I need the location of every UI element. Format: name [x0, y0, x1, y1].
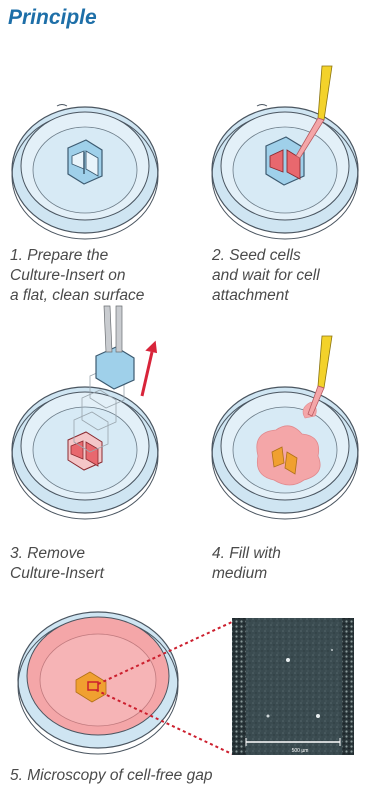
step3-dish-illustration: [12, 306, 160, 519]
scale-bar-label: 500 µm: [292, 748, 309, 754]
step3-caption: 3. Remove Culture-Insert: [10, 544, 104, 584]
culture-insert-icon: [68, 140, 102, 184]
lifted-insert-icon: [96, 306, 134, 389]
step1-caption: 1. Prepare the Culture-Insert on a flat,…: [10, 246, 144, 306]
lift-arrow-icon: [142, 339, 160, 396]
step1-dish-illustration: [12, 105, 158, 240]
step2-dish-illustration: [212, 66, 358, 239]
step4-caption: 4. Fill with medium: [212, 544, 281, 584]
insert-with-cells-icon: [266, 137, 304, 185]
step5-caption: 5. Microscopy of cell-free gap: [10, 766, 212, 786]
step4-dish-illustration: [212, 336, 358, 519]
step2-caption: 2. Seed cells and wait for cell attachme…: [212, 246, 320, 306]
micrograph-image: 500 µm: [232, 618, 354, 755]
